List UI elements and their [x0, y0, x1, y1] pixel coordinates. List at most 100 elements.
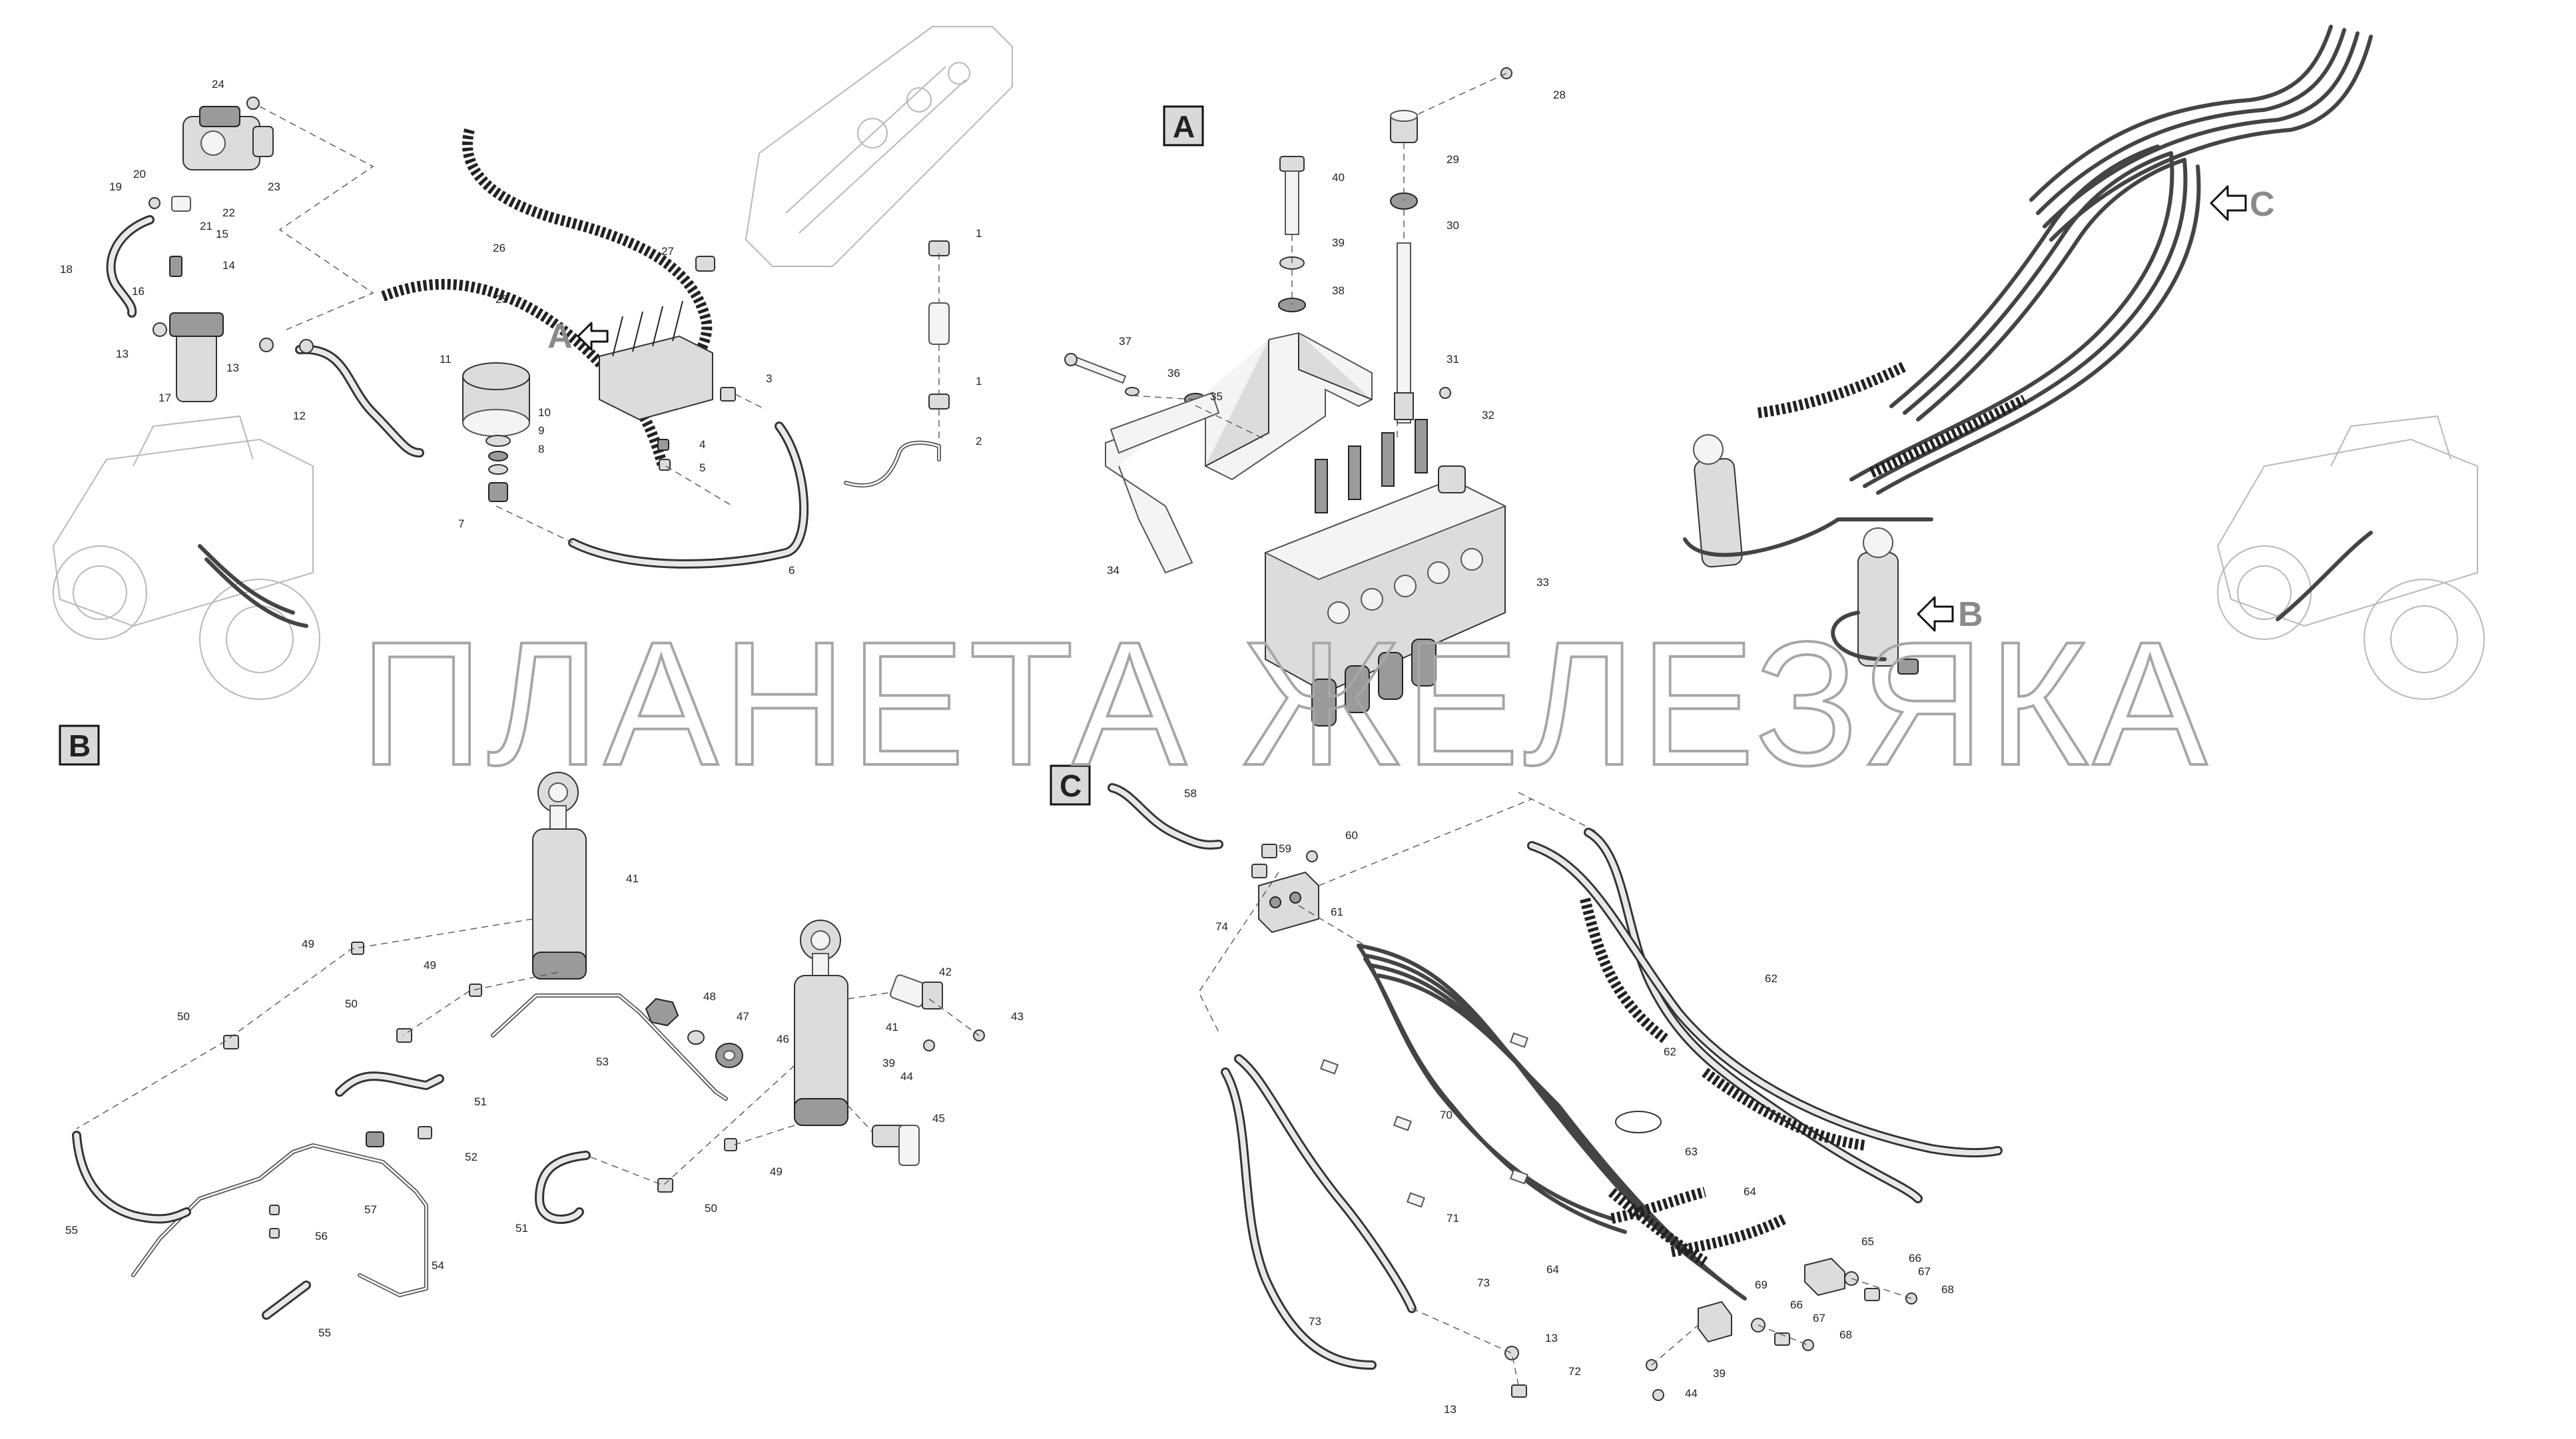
view-c-fittings [1261, 844, 1917, 1401]
label-28: 28 [1553, 89, 1566, 101]
armored-hose-25 [381, 278, 668, 467]
label-41-lower: 41 [886, 1021, 898, 1033]
label-68-lower: 68 [1839, 1328, 1852, 1341]
label-74: 74 [1215, 920, 1228, 933]
label-40: 40 [1332, 171, 1345, 184]
washers-8-10 [485, 435, 511, 502]
label-32: 32 [1482, 409, 1494, 422]
label-19: 19 [109, 180, 122, 193]
cap-29 [1390, 110, 1418, 143]
label-49-left: 49 [302, 938, 314, 950]
label-15: 15 [216, 228, 228, 240]
label-12: 12 [293, 410, 306, 422]
label-16: 16 [132, 285, 145, 298]
callout-b-letter: B [1958, 595, 1983, 634]
screw-32 [1439, 387, 1451, 399]
label-35: 35 [1210, 390, 1223, 403]
manifold-74 [1251, 864, 1319, 934]
label-47: 47 [737, 1010, 749, 1023]
label-38: 38 [1332, 284, 1345, 297]
tractor-illustration-left [52, 415, 320, 700]
label-61: 61 [1331, 906, 1343, 918]
label-26: 26 [493, 242, 505, 254]
tractor-illustration-right [2216, 415, 2485, 700]
label-48: 48 [703, 990, 716, 1003]
label-50-left: 50 [177, 1010, 190, 1023]
label-68-upper: 68 [1941, 1283, 1954, 1296]
label-53: 53 [596, 1055, 609, 1068]
label-27: 27 [661, 245, 674, 258]
watermark: ПЛАНЕТА ЖЕЛЕЗЯКА [360, 605, 2211, 802]
label-3: 3 [766, 372, 772, 385]
label-33: 33 [1536, 576, 1549, 589]
pipes-53-54 [131, 994, 728, 1297]
hose-6 [568, 422, 809, 569]
hoses-73 [1221, 1054, 1417, 1370]
label-31: 31 [1447, 353, 1459, 366]
label-2: 2 [976, 435, 982, 447]
label-41-upper: 41 [626, 872, 639, 885]
view-b-part-labels: 41 49 49 50 50 48 47 46 53 51 41 42 43 3… [65, 872, 1024, 1339]
hoses-55 [72, 1131, 311, 1320]
view-b: B [59, 724, 1024, 1339]
hose-18 [106, 215, 155, 318]
label-13-lower: 13 [1444, 1403, 1456, 1416]
callout-a: A [547, 317, 609, 356]
filter-17 [169, 312, 224, 402]
label-73-right: 73 [1477, 1277, 1490, 1289]
view-b-label-box: B [59, 724, 100, 766]
label-1a: 1 [976, 227, 982, 240]
pipe-2 [844, 440, 941, 487]
label-20: 20 [133, 168, 146, 180]
label-10: 10 [538, 406, 551, 419]
label-4: 4 [699, 438, 705, 451]
label-25: 25 [495, 293, 508, 306]
label-13-upper: 13 [1545, 1332, 1558, 1344]
label-36: 36 [1167, 367, 1180, 380]
label-21: 21 [200, 220, 212, 232]
view-a-dash-lines [1131, 73, 1507, 440]
view-c-label-box: C [1050, 764, 1091, 806]
label-6: 6 [789, 564, 795, 577]
label-69: 69 [1755, 1279, 1768, 1291]
label-5: 5 [699, 461, 705, 474]
label-52: 52 [465, 1151, 478, 1163]
view-b-letter: B [69, 728, 91, 763]
label-7: 7 [458, 517, 464, 530]
label-13b: 13 [226, 362, 239, 374]
label-57: 57 [364, 1203, 377, 1216]
cylinder-right [1831, 527, 1919, 675]
bracket-34 [1105, 332, 1373, 574]
clamps-70-71 [1319, 1032, 1529, 1208]
view-a: A [1064, 67, 1566, 726]
label-55-left: 55 [65, 1224, 78, 1237]
bolt-37 [1064, 353, 1127, 384]
sleeve [928, 302, 950, 345]
view-a-part-labels: 28 29 30 40 39 38 31 37 36 35 32 34 33 [1107, 89, 1566, 589]
label-9: 9 [538, 424, 544, 437]
label-73-left: 73 [1309, 1315, 1321, 1328]
hoses-51 [335, 1071, 591, 1224]
cylinder-41-upper [532, 772, 587, 980]
label-63: 63 [1685, 1145, 1698, 1158]
label-22: 22 [222, 206, 235, 219]
label-18: 18 [60, 263, 73, 276]
label-13a: 13 [116, 348, 129, 360]
overview-assembly: 24 23 20 22 19 21 15 14 16 18 13 17 13 1… [52, 26, 1013, 700]
label-67-upper: 67 [1918, 1265, 1931, 1278]
label-29: 29 [1447, 153, 1459, 166]
label-49-mid: 49 [424, 959, 436, 972]
label-11: 11 [440, 353, 452, 366]
view-c-dash-lines [1198, 792, 1912, 1386]
callout-c: C [2210, 185, 2275, 224]
tube-bundle-64 [1357, 944, 1787, 1300]
label-67-lower: 67 [1813, 1312, 1825, 1324]
block-69 [1698, 1300, 1732, 1343]
view-c-part-labels: 58 59 60 61 74 62 62 63 64 64 70 71 65 6… [1184, 787, 1954, 1416]
label-54: 54 [432, 1259, 444, 1272]
cylinder-41-lower [794, 920, 848, 1126]
bolt-40 [1279, 156, 1305, 235]
label-59: 59 [1279, 842, 1291, 855]
view-b-dash-lines [76, 918, 980, 1186]
